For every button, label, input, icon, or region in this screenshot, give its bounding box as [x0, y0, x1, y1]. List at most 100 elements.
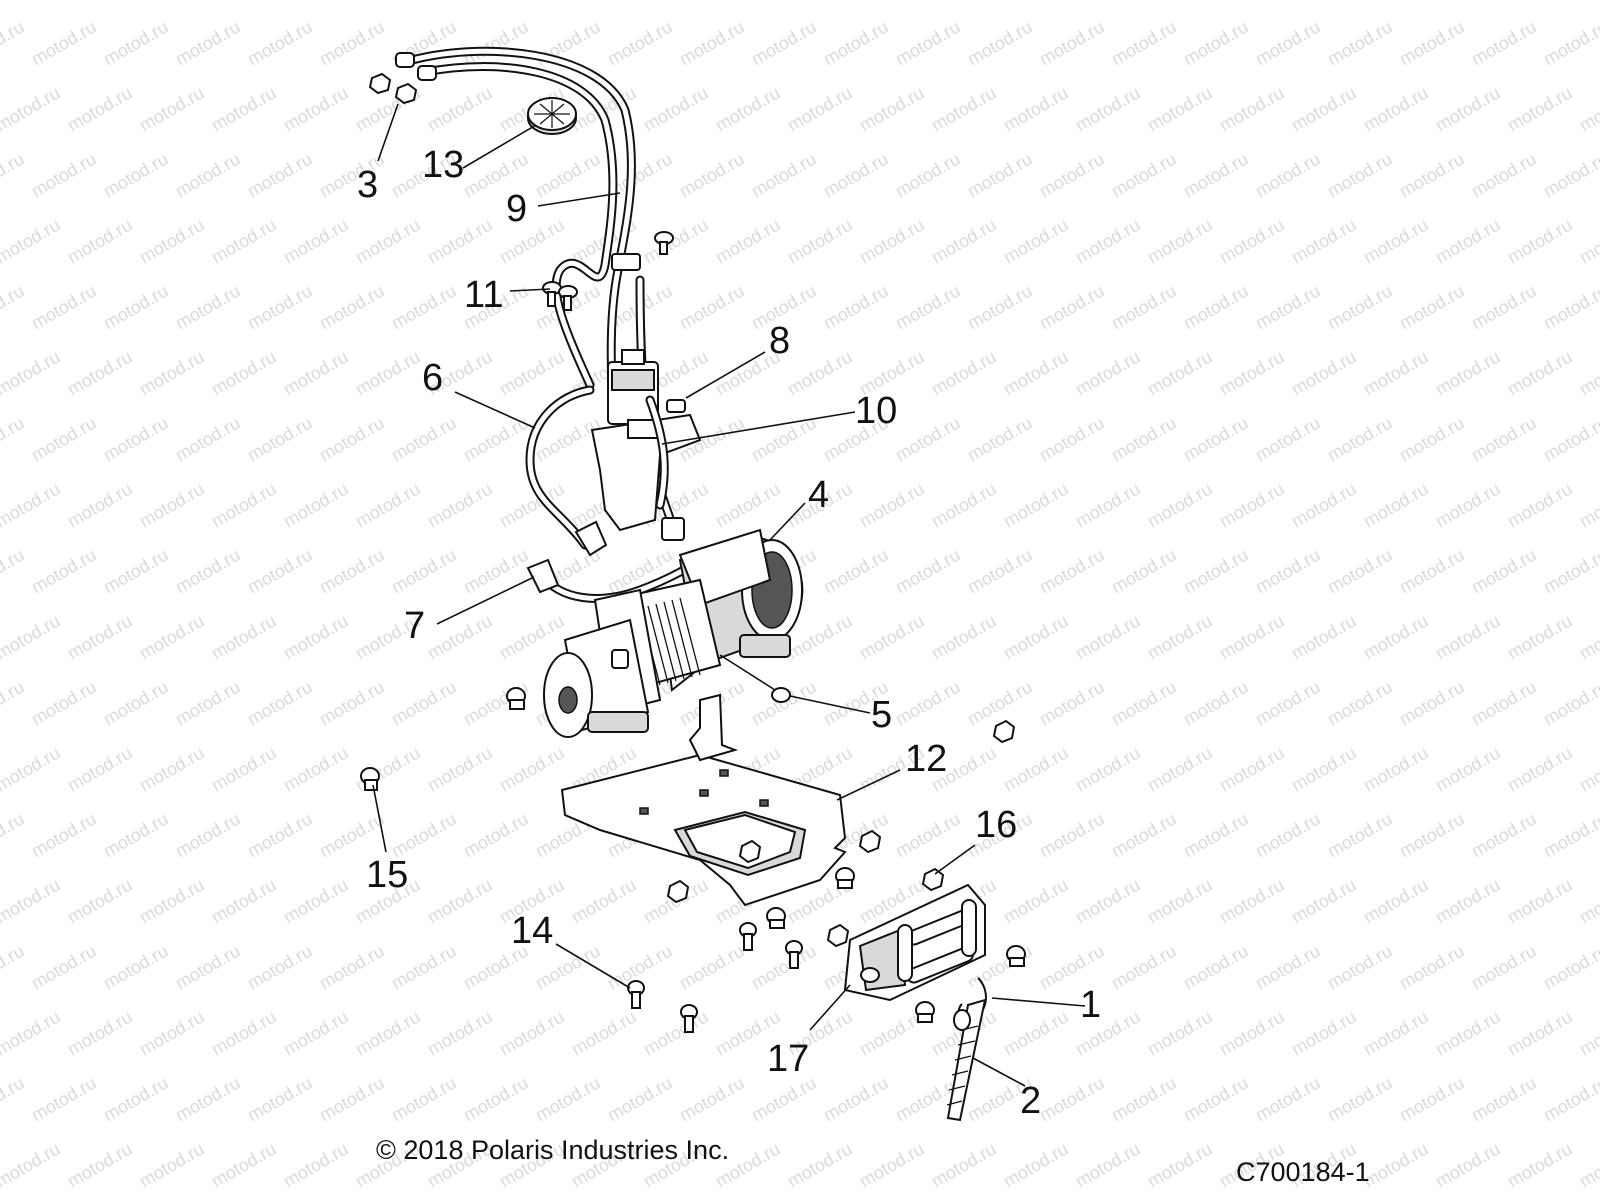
watermark-text: motod.ru — [172, 413, 244, 466]
watermark-text: motod.ru — [640, 0, 712, 3]
watermark-text: motod.ru — [280, 83, 352, 136]
watermark-text: motod.ru — [1288, 743, 1360, 796]
watermark-text: motod.ru — [244, 677, 316, 730]
watermark-text: motod.ru — [0, 413, 28, 466]
watermark-text: motod.ru — [316, 17, 388, 70]
watermark-text: motod.ru — [1108, 677, 1180, 730]
watermark-text: motod.ru — [1540, 17, 1600, 70]
watermark-text: motod.ru — [1324, 413, 1396, 466]
watermark-text: motod.ru — [1540, 545, 1600, 598]
watermark-text: motod.ru — [1108, 149, 1180, 202]
watermark-text: motod.ru — [136, 215, 208, 268]
watermark-text: motod.ru — [316, 545, 388, 598]
watermark-text: motod.ru — [856, 479, 928, 532]
watermark-text: motod.ru — [0, 0, 64, 3]
watermark-text: motod.ru — [1216, 479, 1288, 532]
watermark-text: motod.ru — [1036, 281, 1108, 334]
watermark-text: motod.ru — [172, 677, 244, 730]
watermark-text: motod.ru — [892, 809, 964, 862]
watermark-text: motod.ru — [1360, 1139, 1432, 1192]
watermark-text: motod.ru — [496, 347, 568, 400]
watermark-text: motod.ru — [712, 215, 784, 268]
watermark-text: motod.ru — [352, 0, 424, 3]
watermark-text: motod.ru — [424, 215, 496, 268]
copyright-text: © 2018 Polaris Industries Inc. — [376, 1135, 730, 1165]
watermark-text: motod.ru — [136, 611, 208, 664]
watermark-text: motod.ru — [1180, 17, 1252, 70]
watermark-text: motod.ru — [100, 17, 172, 70]
watermark-text: motod.ru — [532, 149, 604, 202]
watermark-text: motod.ru — [964, 545, 1036, 598]
watermark-text: motod.ru — [1108, 281, 1180, 334]
callout-17: 17 — [767, 1038, 810, 1080]
watermark-text: motod.ru — [568, 0, 640, 3]
watermark-text: motod.ru — [1540, 413, 1600, 466]
watermark-text: motod.ru — [1144, 1139, 1216, 1192]
watermark-text: motod.ru — [640, 215, 712, 268]
watermark-text: motod.ru — [28, 809, 100, 862]
watermark-text: motod.ru — [28, 413, 100, 466]
watermark-text: motod.ru — [172, 1073, 244, 1126]
watermark-text: motod.ru — [1108, 941, 1180, 994]
watermark-text: motod.ru — [244, 17, 316, 70]
watermark-text: motod.ru — [1036, 149, 1108, 202]
callout-12: 12 — [905, 738, 948, 780]
watermark-text: motod.ru — [280, 1139, 352, 1192]
watermark-text: motod.ru — [136, 0, 208, 3]
watermark-text: motod.ru — [100, 281, 172, 334]
watermark-text: motod.ru — [1252, 17, 1324, 70]
watermark-text: motod.ru — [1036, 545, 1108, 598]
watermark-text: motod.ru — [568, 1007, 640, 1060]
watermark-text: motod.ru — [28, 545, 100, 598]
mounting-screws-upper — [542, 231, 674, 311]
watermark-text: motod.ru — [1432, 611, 1504, 664]
watermark-text: motod.ru — [280, 347, 352, 400]
watermark-text: motod.ru — [424, 479, 496, 532]
watermark-text: motod.ru — [388, 677, 460, 730]
watermark-text: motod.ru — [100, 149, 172, 202]
watermark-text: motod.ru — [1144, 347, 1216, 400]
watermark-text: motod.ru — [1396, 17, 1468, 70]
watermark-text: motod.ru — [1504, 479, 1576, 532]
mounting-hardware — [360, 687, 1026, 1033]
watermark-text: motod.ru — [28, 1073, 100, 1126]
watermark-text: motod.ru — [0, 215, 64, 268]
watermark-text: motod.ru — [1036, 413, 1108, 466]
watermark-text: motod.ru — [1468, 281, 1540, 334]
watermark-text: motod.ru — [28, 941, 100, 994]
watermark-text: motod.ru — [496, 1007, 568, 1060]
watermark-text: motod.ru — [1180, 677, 1252, 730]
watermark-text: motod.ru — [0, 1007, 64, 1060]
watermark-text: motod.ru — [1360, 215, 1432, 268]
watermark-text: motod.ru — [280, 875, 352, 928]
watermark-text: motod.ru — [280, 215, 352, 268]
watermark-text: motod.ru — [1000, 0, 1072, 3]
watermark-text: motod.ru — [1504, 347, 1576, 400]
watermark-text: motod.ru — [784, 83, 856, 136]
watermark-text: motod.ru — [1072, 1139, 1144, 1192]
watermark-text: motod.ru — [1360, 83, 1432, 136]
watermark-text: motod.ru — [460, 1073, 532, 1126]
watermark-text: motod.ru — [28, 17, 100, 70]
watermark-text: motod.ru — [1504, 215, 1576, 268]
watermark-text: motod.ru — [1000, 743, 1072, 796]
watermark-text: motod.ru — [1432, 215, 1504, 268]
watermark-text: motod.ru — [316, 1073, 388, 1126]
watermark-text: motod.ru — [316, 413, 388, 466]
watermark-text: motod.ru — [1000, 479, 1072, 532]
watermark-text: motod.ru — [1432, 1139, 1504, 1192]
watermark-text: motod.ru — [820, 1073, 892, 1126]
watermark-text: motod.ru — [784, 0, 856, 3]
watermark-text: motod.ru — [748, 413, 820, 466]
watermark-text: motod.ru — [1252, 809, 1324, 862]
watermark-text: motod.ru — [964, 149, 1036, 202]
watermark-text: motod.ru — [280, 611, 352, 664]
watermark-text: motod.ru — [784, 215, 856, 268]
watermark-text: motod.ru — [136, 347, 208, 400]
watermark-text: motod.ru — [136, 743, 208, 796]
watermark-text: motod.ru — [1432, 83, 1504, 136]
watermark-text: motod.ru — [964, 677, 1036, 730]
watermark-text: motod.ru — [208, 0, 280, 3]
